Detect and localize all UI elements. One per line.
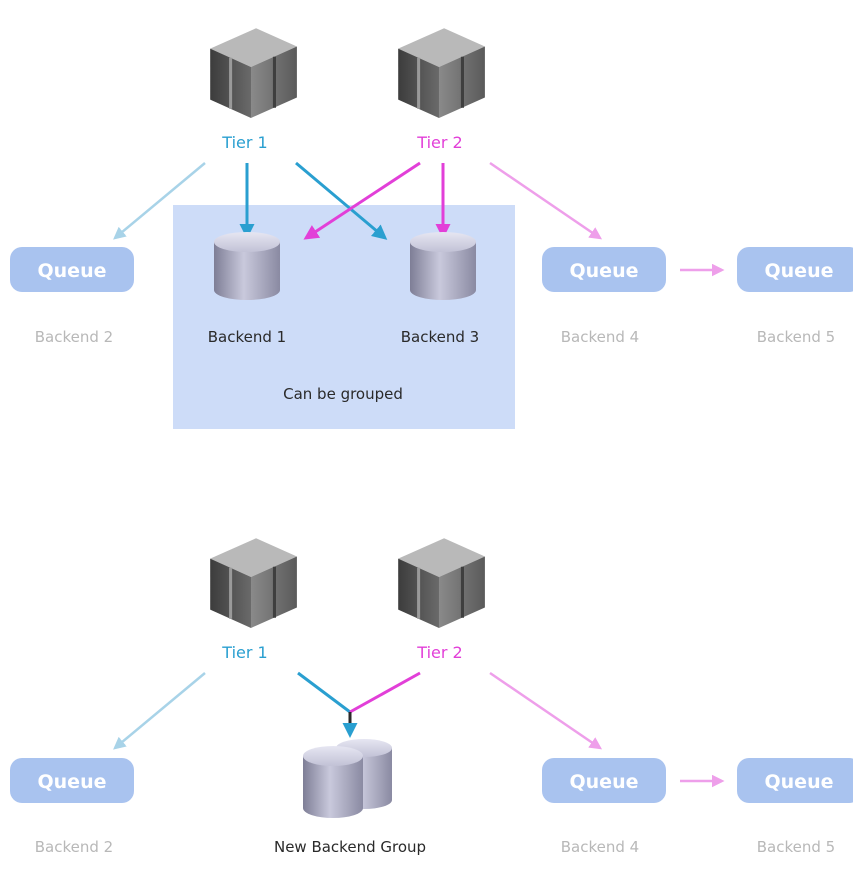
queue-label: Queue	[38, 260, 107, 282]
backend-group-database-icon	[303, 739, 392, 818]
tier2-label: Tier 2	[416, 133, 462, 152]
backend5-label: Backend 5	[757, 838, 835, 856]
tier2-server-icon	[396, 26, 487, 120]
backend3-label: Backend 3	[401, 328, 479, 346]
backend1-database-icon	[214, 232, 280, 300]
tier2-label: Tier 2	[416, 643, 462, 662]
backend4-label: Backend 4	[561, 328, 639, 346]
new-backend-group-label: New Backend Group	[274, 838, 426, 856]
arrow-tier2-to-group	[349, 671, 421, 714]
group-caption: Can be grouped	[283, 385, 403, 403]
backend5-label: Backend 5	[757, 328, 835, 346]
tier2-server-icon	[396, 536, 487, 630]
tier1-server-icon	[208, 536, 299, 630]
queue-label: Queue	[570, 771, 639, 793]
backend2-queue: Queue	[10, 247, 134, 292]
backend2-queue: Queue	[10, 758, 134, 803]
arrow-tier2-to-backend4	[489, 161, 603, 240]
arrow-tier1-to-backend2	[113, 162, 206, 240]
queue-label: Queue	[765, 771, 834, 793]
arrow-tier2-to-backend4	[489, 671, 603, 750]
arrow-tier1-to-backend3	[295, 161, 388, 240]
backend3-database-icon	[410, 232, 476, 300]
tier1-server-icon	[208, 26, 299, 120]
backend2-label: Backend 2	[35, 328, 113, 346]
backend4-queue: Queue	[542, 758, 666, 803]
queue-label: Queue	[570, 260, 639, 282]
backend4-queue: Queue	[542, 247, 666, 292]
queue-label: Queue	[765, 260, 834, 282]
queue-label: Queue	[38, 771, 107, 793]
tier1-label: Tier 1	[221, 643, 267, 662]
backend1-label: Backend 1	[208, 328, 286, 346]
backend5-queue: Queue	[737, 758, 853, 803]
backend4-label: Backend 4	[561, 838, 639, 856]
backend2-label: Backend 2	[35, 838, 113, 856]
arrow-tier1-to-group	[297, 671, 351, 714]
arrow-tier1-to-backend2	[113, 672, 206, 750]
backend5-queue: Queue	[737, 247, 853, 292]
arrow-tier2-to-backend1	[303, 161, 421, 240]
tier1-label: Tier 1	[221, 133, 267, 152]
